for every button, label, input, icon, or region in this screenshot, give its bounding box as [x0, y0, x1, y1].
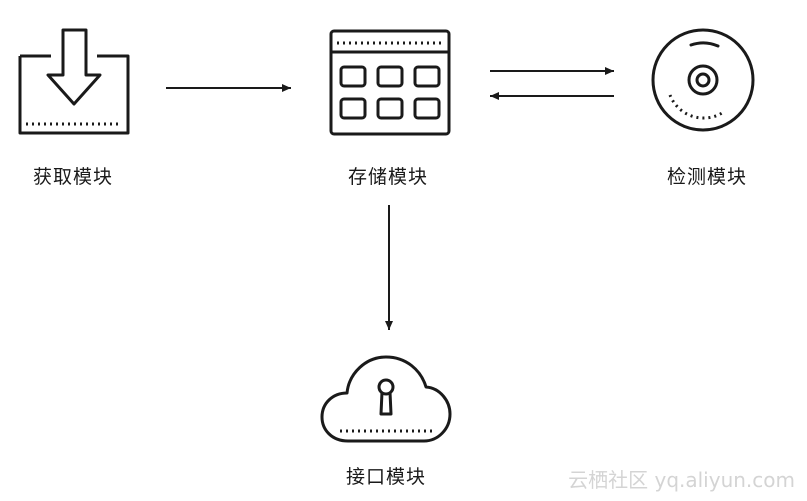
watermark: 云栖社区 yq.aliyun.com: [568, 468, 795, 492]
storage-module-label: 存储模块: [347, 166, 429, 188]
download-tray-icon: [18, 28, 130, 135]
grid-panel-icon: [329, 29, 451, 136]
interface-module-label: 接口模块: [345, 466, 427, 488]
detect-module-label: 检测模块: [666, 166, 748, 188]
acquire-module-label: 获取模块: [32, 166, 114, 188]
disc-icon: [651, 28, 755, 132]
cloud-lock-icon: [320, 355, 452, 443]
